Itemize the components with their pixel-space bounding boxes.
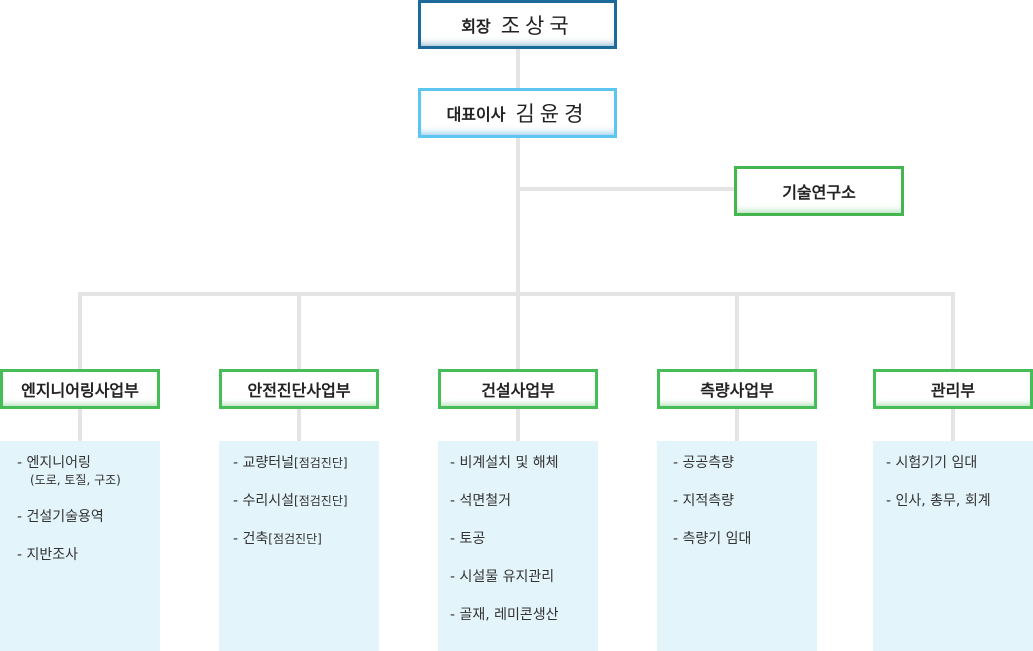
- item-text: - 건축: [233, 531, 269, 547]
- item-text: - 토공: [450, 531, 486, 547]
- dept-panel-construction: - 비계설치 및 해체 - 석면철거 - 토공 - 시설물 유지관리 - 골재,…: [438, 441, 598, 651]
- item-text: - 엔지니어링: [17, 455, 91, 471]
- list-item: - 토공: [450, 530, 598, 548]
- dept-label: 안전진단사업부: [247, 381, 351, 400]
- list-item: - 시험기기 임대: [886, 454, 1033, 472]
- connector-dept1-panel: [78, 409, 82, 441]
- dept-label: 건설사업부: [481, 381, 555, 400]
- lab-label: 기술연구소: [782, 183, 856, 202]
- item-text: - 시험기기 임대: [886, 455, 978, 471]
- list-item: - 건축[점검진단]: [233, 530, 379, 548]
- dept-panel-safety: - 교량터널[점검진단] - 수리시설[점검진단] - 건축[점검진단]: [219, 441, 379, 651]
- item-text: - 공공측량: [673, 455, 735, 471]
- list-item: - 지반조사: [17, 546, 160, 564]
- dept-panel-engineering: - 엔지니어링 (도로, 토질, 구조) - 건설기술용역 - 지반조사: [0, 441, 160, 651]
- list-item: - 공공측량: [673, 454, 817, 472]
- item-text: - 교량터널: [233, 455, 295, 471]
- item-text: - 건설기술용역: [17, 509, 104, 525]
- list-item: - 측량기 임대: [673, 530, 817, 548]
- ceo-box: 대표이사 김윤경: [418, 88, 617, 138]
- item-text: - 석면철거: [450, 493, 512, 509]
- item-subtext: (도로, 토질, 구조): [30, 473, 121, 487]
- list-item: - 엔지니어링 (도로, 토질, 구조): [17, 454, 160, 488]
- dept-box-survey: 측량사업부: [657, 369, 817, 409]
- chairman-name: 조상국: [500, 13, 574, 38]
- connector-dept-1: [78, 292, 82, 369]
- item-text: - 인사, 총무, 회계: [886, 493, 991, 509]
- item-text: - 지적측량: [673, 493, 735, 509]
- connector-chairman-ceo: [516, 49, 520, 88]
- dept-box-engineering: 엔지니어링사업부: [0, 369, 160, 409]
- dept-box-construction: 건설사업부: [438, 369, 598, 409]
- list-item: - 석면철거: [450, 492, 598, 510]
- dept-box-safety: 안전진단사업부: [219, 369, 379, 409]
- item-text: - 비계설치 및 해체: [450, 455, 559, 471]
- item-text: - 측량기 임대: [673, 531, 752, 547]
- list-item: - 수리시설[점검진단]: [233, 492, 379, 510]
- connector-dept-5: [951, 292, 955, 369]
- list-item: - 골재, 레미콘생산: [450, 606, 598, 624]
- connector-dept4-panel: [735, 409, 739, 441]
- connector-dept-4: [735, 292, 739, 369]
- list-item: - 비계설치 및 해체: [450, 454, 598, 472]
- list-item: - 시설물 유지관리: [450, 568, 598, 586]
- connector-dept-horizontal: [78, 292, 955, 296]
- item-text: - 시설물 유지관리: [450, 569, 555, 585]
- item-tag: [점검진단]: [294, 456, 348, 470]
- item-text: - 지반조사: [17, 547, 79, 563]
- lab-box: 기술연구소: [734, 166, 904, 216]
- dept-panel-management: - 시험기기 임대 - 인사, 총무, 회계: [873, 441, 1033, 651]
- connector-lab-branch: [516, 187, 734, 191]
- list-item: - 지적측량: [673, 492, 817, 510]
- connector-dept3-panel: [516, 409, 520, 441]
- dept-box-management: 관리부: [873, 369, 1033, 409]
- connector-ceo-trunk: [516, 138, 520, 369]
- list-item: - 인사, 총무, 회계: [886, 492, 1033, 510]
- item-tag: [점검진단]: [268, 532, 322, 546]
- ceo-name: 김윤경: [515, 102, 589, 126]
- list-item: - 건설기술용역: [17, 508, 160, 526]
- list-item: - 교량터널[점검진단]: [233, 454, 379, 472]
- connector-dept5-panel: [951, 409, 955, 441]
- chairman-box: 회장 조상국: [418, 0, 617, 49]
- item-text: - 수리시설: [233, 493, 295, 509]
- dept-panel-survey: - 공공측량 - 지적측량 - 측량기 임대: [657, 441, 817, 651]
- connector-dept2-panel: [297, 409, 301, 441]
- chairman-title: 회장: [461, 16, 491, 36]
- item-text: - 골재, 레미콘생산: [450, 607, 559, 623]
- dept-label: 측량사업부: [700, 381, 774, 400]
- ceo-title: 대표이사: [446, 105, 506, 124]
- dept-label: 엔지니어링사업부: [21, 381, 139, 400]
- dept-label: 관리부: [930, 381, 976, 400]
- connector-dept-2: [297, 292, 301, 369]
- item-tag: [점검진단]: [294, 494, 348, 508]
